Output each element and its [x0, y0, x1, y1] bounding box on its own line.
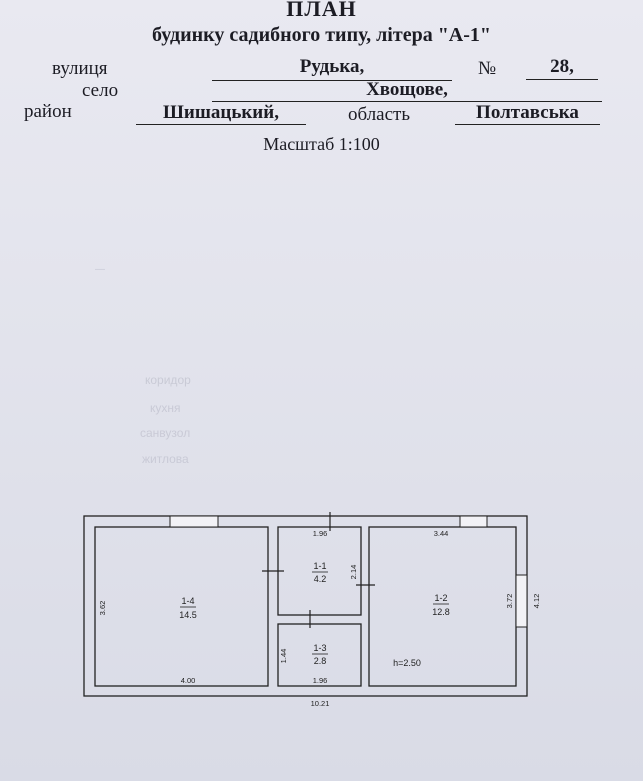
- dim-room-1-1-height: 2.14: [349, 565, 358, 580]
- street-value: Рудька,: [299, 56, 365, 77]
- dim-room-1-2-height: 3.72: [505, 594, 514, 609]
- room-1-3-id: 1-3: [313, 643, 326, 653]
- dim-room-1-3-width: 1.96: [313, 676, 328, 685]
- ghost-row: кухня: [150, 401, 181, 415]
- region-underline: [455, 124, 600, 125]
- ghost-row: коридор: [145, 373, 191, 387]
- dim-room-1-4-width: 4.00: [181, 676, 196, 685]
- ceiling-height: h=2.50: [393, 658, 421, 668]
- scale-label: Масштаб 1:100: [263, 134, 380, 154]
- region-label: область: [348, 104, 411, 125]
- district-underline: [136, 124, 306, 125]
- dim-room-1-2-width: 3.44: [434, 529, 449, 538]
- village-underline: [212, 101, 602, 102]
- region-value: Полтавська: [476, 102, 579, 123]
- district-label: район: [24, 101, 72, 122]
- street-underline: [212, 80, 452, 81]
- room-1-4-area: 14.5: [179, 610, 197, 620]
- dim-outer-height: 4.12: [532, 594, 541, 609]
- village-label: село: [82, 80, 119, 101]
- room-1-4-outline: [94, 526, 269, 687]
- number-underline: [526, 79, 598, 80]
- room-1-1-id: 1-1: [313, 561, 326, 571]
- number-label: №: [478, 58, 497, 79]
- ghost-row: санвузол: [140, 426, 191, 440]
- window-top-left: [169, 515, 219, 528]
- ghost-row: житлова: [142, 452, 189, 466]
- ghost-header: —: [95, 264, 105, 275]
- dim-room-1-1-width: 1.96: [313, 529, 328, 538]
- room-1-2-id: 1-2: [434, 593, 447, 603]
- room-1-4-id: 1-4: [181, 596, 194, 606]
- plan-subtitle: будинку садибного типу, літера "А-1": [151, 24, 492, 46]
- village-value: Хвощове,: [366, 79, 448, 100]
- dim-room-1-3-height: 1.44: [279, 649, 288, 664]
- district-value: Шишацький,: [163, 102, 279, 123]
- window-top-right: [459, 515, 488, 528]
- room-1-2-area: 12.8: [432, 607, 450, 617]
- window-right: [515, 574, 528, 628]
- room-1-3-outline: [277, 623, 362, 687]
- plan-title: ПЛАН: [286, 0, 357, 21]
- number-value: 28,: [550, 56, 574, 77]
- room-1-3-area: 2.8: [314, 656, 327, 666]
- room-1-1-area: 4.2: [314, 574, 327, 584]
- dim-total-width: 10.21: [311, 699, 330, 708]
- dim-room-1-4-height: 3.62: [98, 601, 107, 616]
- outer-wall: [83, 515, 528, 697]
- street-label: вулиця: [52, 58, 108, 79]
